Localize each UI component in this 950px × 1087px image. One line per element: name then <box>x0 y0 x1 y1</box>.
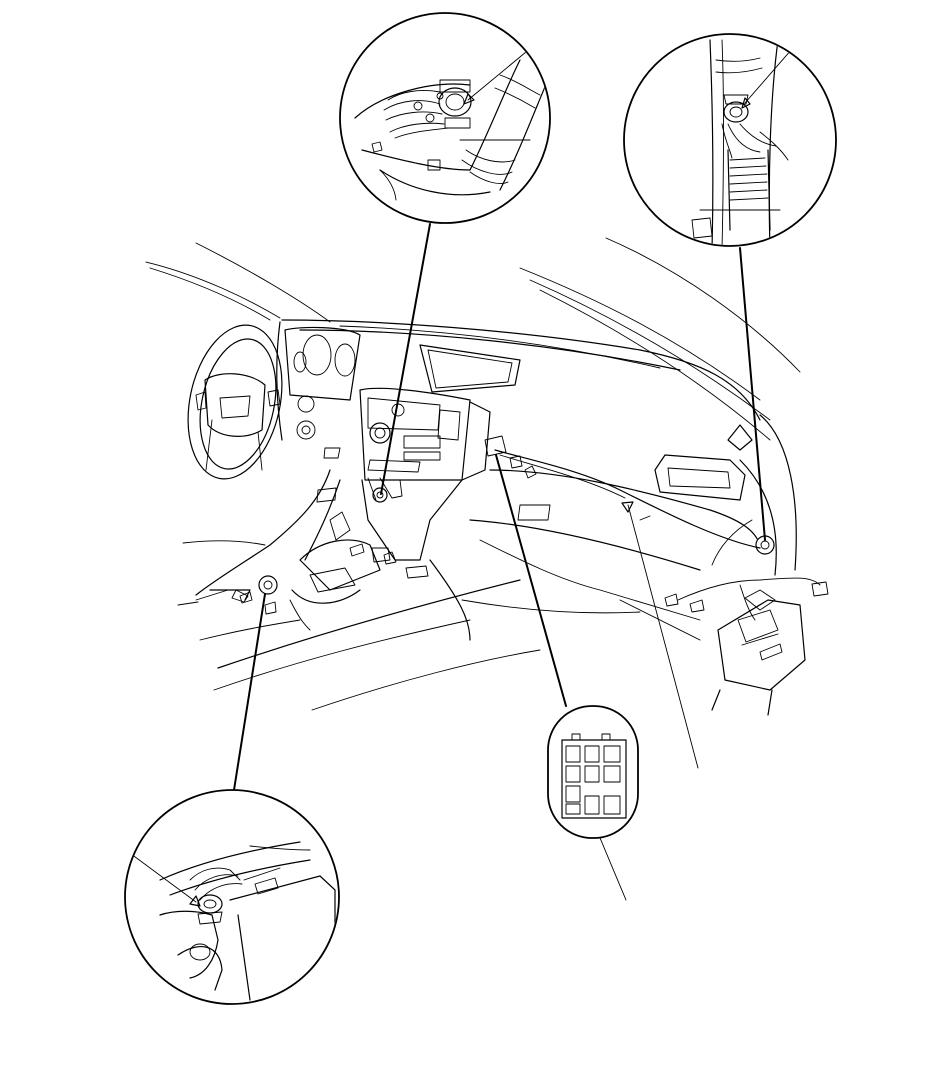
dashboard-illustration <box>145 237 829 716</box>
upper-center-detail <box>339 12 551 224</box>
connector-detail <box>547 705 639 839</box>
lower-left-detail <box>124 789 340 1005</box>
upper-right-detail <box>623 33 837 247</box>
leader-lines <box>233 223 766 901</box>
